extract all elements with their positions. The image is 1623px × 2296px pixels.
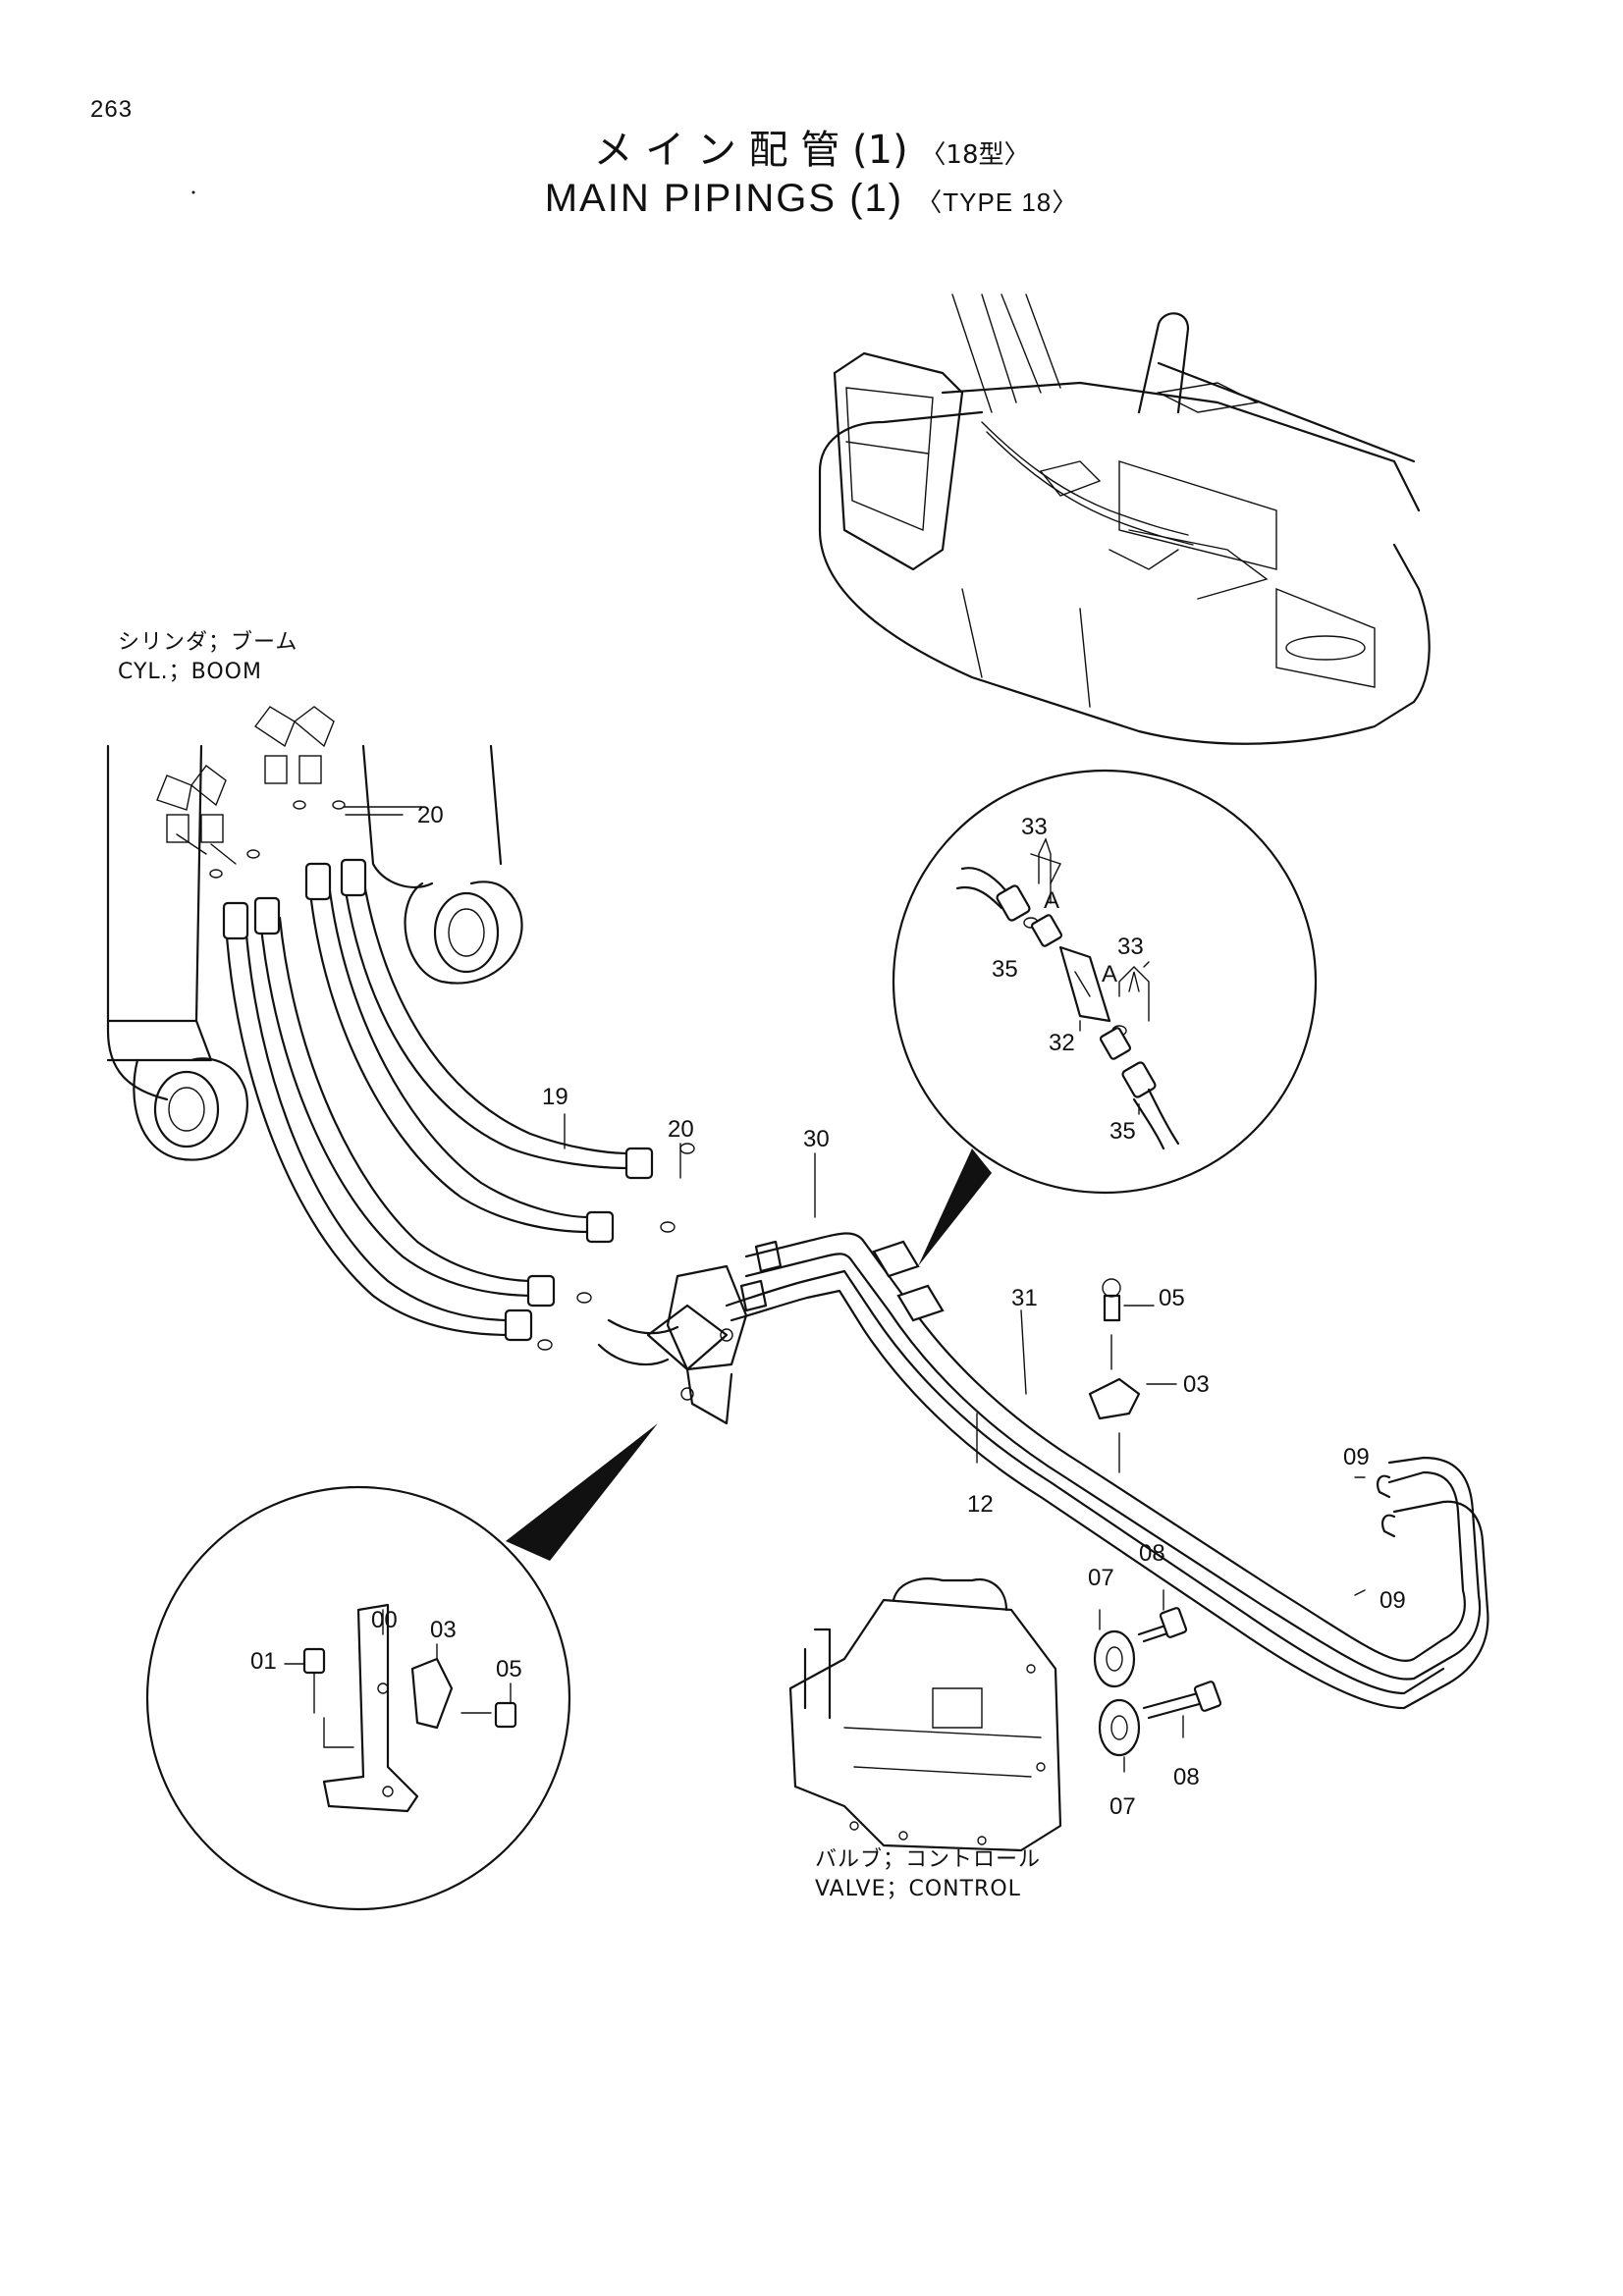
control-valve-caption-jp: バルブ；コントロール [815, 1847, 1042, 1872]
excavator-overview-illustration [818, 294, 1431, 745]
detail-label-a-upper: A [1044, 887, 1059, 914]
part-label-19: 19 [542, 1084, 568, 1110]
cylinder-port-fittings [156, 706, 423, 879]
detail-label-32: 32 [1049, 1030, 1075, 1056]
detail-label-01: 01 [250, 1648, 277, 1675]
leader-lines [284, 814, 1366, 1773]
detail-circle-a [892, 769, 1318, 1266]
scan-dot [191, 190, 195, 194]
part-label-20-top: 20 [417, 802, 444, 828]
part-label-07-upper: 07 [1088, 1565, 1114, 1591]
flanges-and-bolts [1093, 1607, 1222, 1757]
detail-label-33-lower: 33 [1117, 934, 1144, 960]
detail-circle-b [145, 1423, 658, 1911]
boom-cylinder-caption: シリンダ；ブーム CYL.；BOOM [118, 628, 298, 687]
detail-label-03: 03 [430, 1617, 457, 1643]
part-label-05: 05 [1159, 1285, 1185, 1311]
part-number-labels: 20 19 20 30 31 12 05 03 09 09 08 07 08 0… [250, 802, 1406, 1820]
page-title-japanese: メ イ ン 配 管 (1) 〈18型〉 [0, 118, 1623, 175]
boom-cylinders-illustration [106, 744, 523, 1161]
part-label-08-lower: 08 [1173, 1764, 1200, 1790]
part-label-30: 30 [803, 1126, 830, 1152]
page-title-english: MAIN PIPINGS (1) 〈TYPE 18〉 [0, 177, 1623, 221]
detail-label-a-lower: A [1102, 961, 1117, 988]
title-en-type-tag: 〈TYPE 18〉 [916, 187, 1079, 217]
pipe-clamp [1088, 1278, 1141, 1473]
detail-label-35-upper: 35 [992, 956, 1018, 983]
control-valve-caption: バルブ；コントロール VALVE；CONTROL [815, 1845, 1041, 1904]
part-label-31: 31 [1011, 1285, 1038, 1311]
page-number: 263 [90, 96, 134, 123]
title-jp-type-tag: 〈18型〉 [920, 140, 1030, 170]
title-en-text: MAIN PIPINGS (1) [544, 177, 904, 220]
boom-cylinder-caption-en: CYL.；BOOM [118, 660, 262, 684]
title-jp-text: メ イ ン 配 管 (1) [593, 128, 908, 173]
hoses-19 [222, 858, 654, 1342]
part-label-07-lower: 07 [1109, 1793, 1136, 1820]
part-label-08-upper: 08 [1139, 1540, 1165, 1567]
part-label-09-lower: 09 [1380, 1587, 1406, 1614]
part-label-09-upper: 09 [1343, 1444, 1370, 1470]
boom-cylinder-caption-jp: シリンダ；ブーム [118, 630, 298, 655]
pipes-30-31-12 [725, 1232, 1489, 1710]
part-label-12: 12 [967, 1491, 994, 1518]
detail-label-33-upper: 33 [1021, 814, 1048, 840]
control-valve-illustration [788, 1577, 1062, 1852]
detail-label-00: 00 [371, 1607, 398, 1633]
joint-block [597, 1264, 748, 1425]
control-valve-caption-en: VALVE；CONTROL [815, 1877, 1021, 1901]
part-label-20-mid: 20 [668, 1116, 694, 1143]
part-label-03: 03 [1183, 1371, 1210, 1398]
detail-label-35-lower: 35 [1109, 1118, 1136, 1145]
detail-label-05: 05 [496, 1656, 522, 1682]
